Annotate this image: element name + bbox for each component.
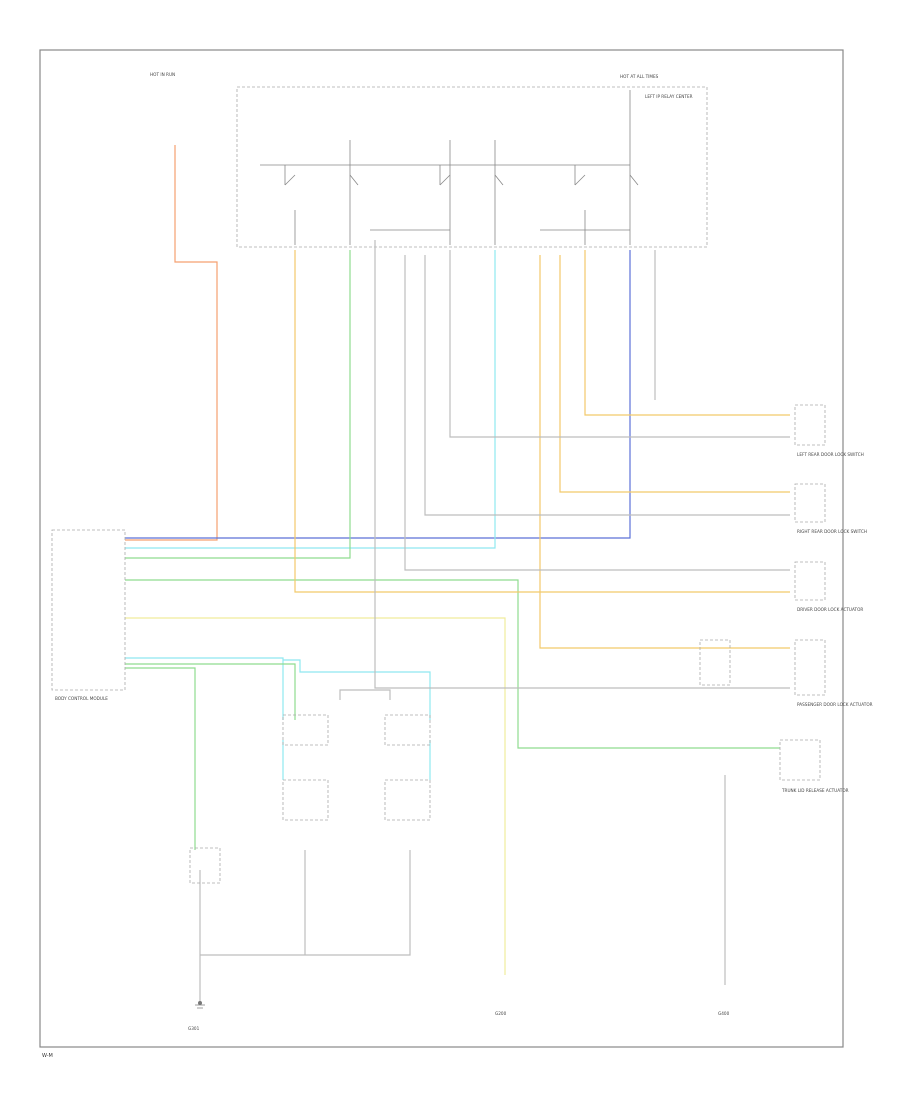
right-door-module-box [384,779,431,821]
left-rear-switch-box [794,404,826,446]
wire-yellow-pass [539,255,790,649]
left-door-module-box [282,779,329,821]
relay-center-box [236,86,708,248]
diagram-frame [39,49,844,1048]
ground-symbols [195,1001,205,1009]
bottom-switch-box [189,847,221,884]
ground-mid-label: G200 [495,1011,507,1016]
wire-green-door [125,663,296,720]
wire-green-unlock [125,250,351,559]
left-rear-switch-label: LEFT REAR DOOR LOCK SWITCH [797,452,864,457]
bcm-connector [51,529,126,691]
relay-center-label: LEFT IP RELAY CENTER [645,94,693,99]
ground-left-label: G301 [188,1026,200,1031]
wire-green-switch [125,667,196,850]
mid-connector-box [699,639,731,686]
relay-switches [260,90,639,245]
passenger-actuator-box [794,639,826,696]
right-rear-switch-label: RIGHT REAR DOOR LOCK SWITCH [797,529,867,534]
footer-code: W-M [42,1053,53,1059]
wire-pale-yellow [125,617,506,975]
relay-center-fuse-label: HOT AT ALL TIMES [620,74,659,79]
wire-yellow-lr [584,250,790,416]
wire-cyan-lock [125,250,496,549]
bcm-label: BODY CONTROL MODULE [55,696,108,701]
wire-cyan-unlock [125,657,431,780]
driver-actuator-label: DRIVER DOOR LOCK ACTUATOR [797,607,863,612]
hot-in-run-label: HOT IN RUN [150,72,175,77]
ground-right-label: G400 [718,1011,730,1016]
passenger-actuator-label: PASSENGER DOOR LOCK ACTUATOR [797,702,873,707]
wire-yellow-rr [559,255,790,493]
wire-blue [125,250,631,539]
trunk-actuator-box [779,739,821,781]
wire-yellow-driver [294,250,790,593]
right-rear-switch-box [794,483,826,523]
driver-actuator-box [794,561,826,601]
left-door-switch-box [282,714,329,746]
right-door-switch-box [384,714,431,746]
wire-orange [125,145,218,541]
wire-gray [199,240,790,1005]
trunk-actuator-label: TRUNK LID RELEASE ACTUATOR [781,788,849,793]
wire-green-trunk [125,579,780,749]
